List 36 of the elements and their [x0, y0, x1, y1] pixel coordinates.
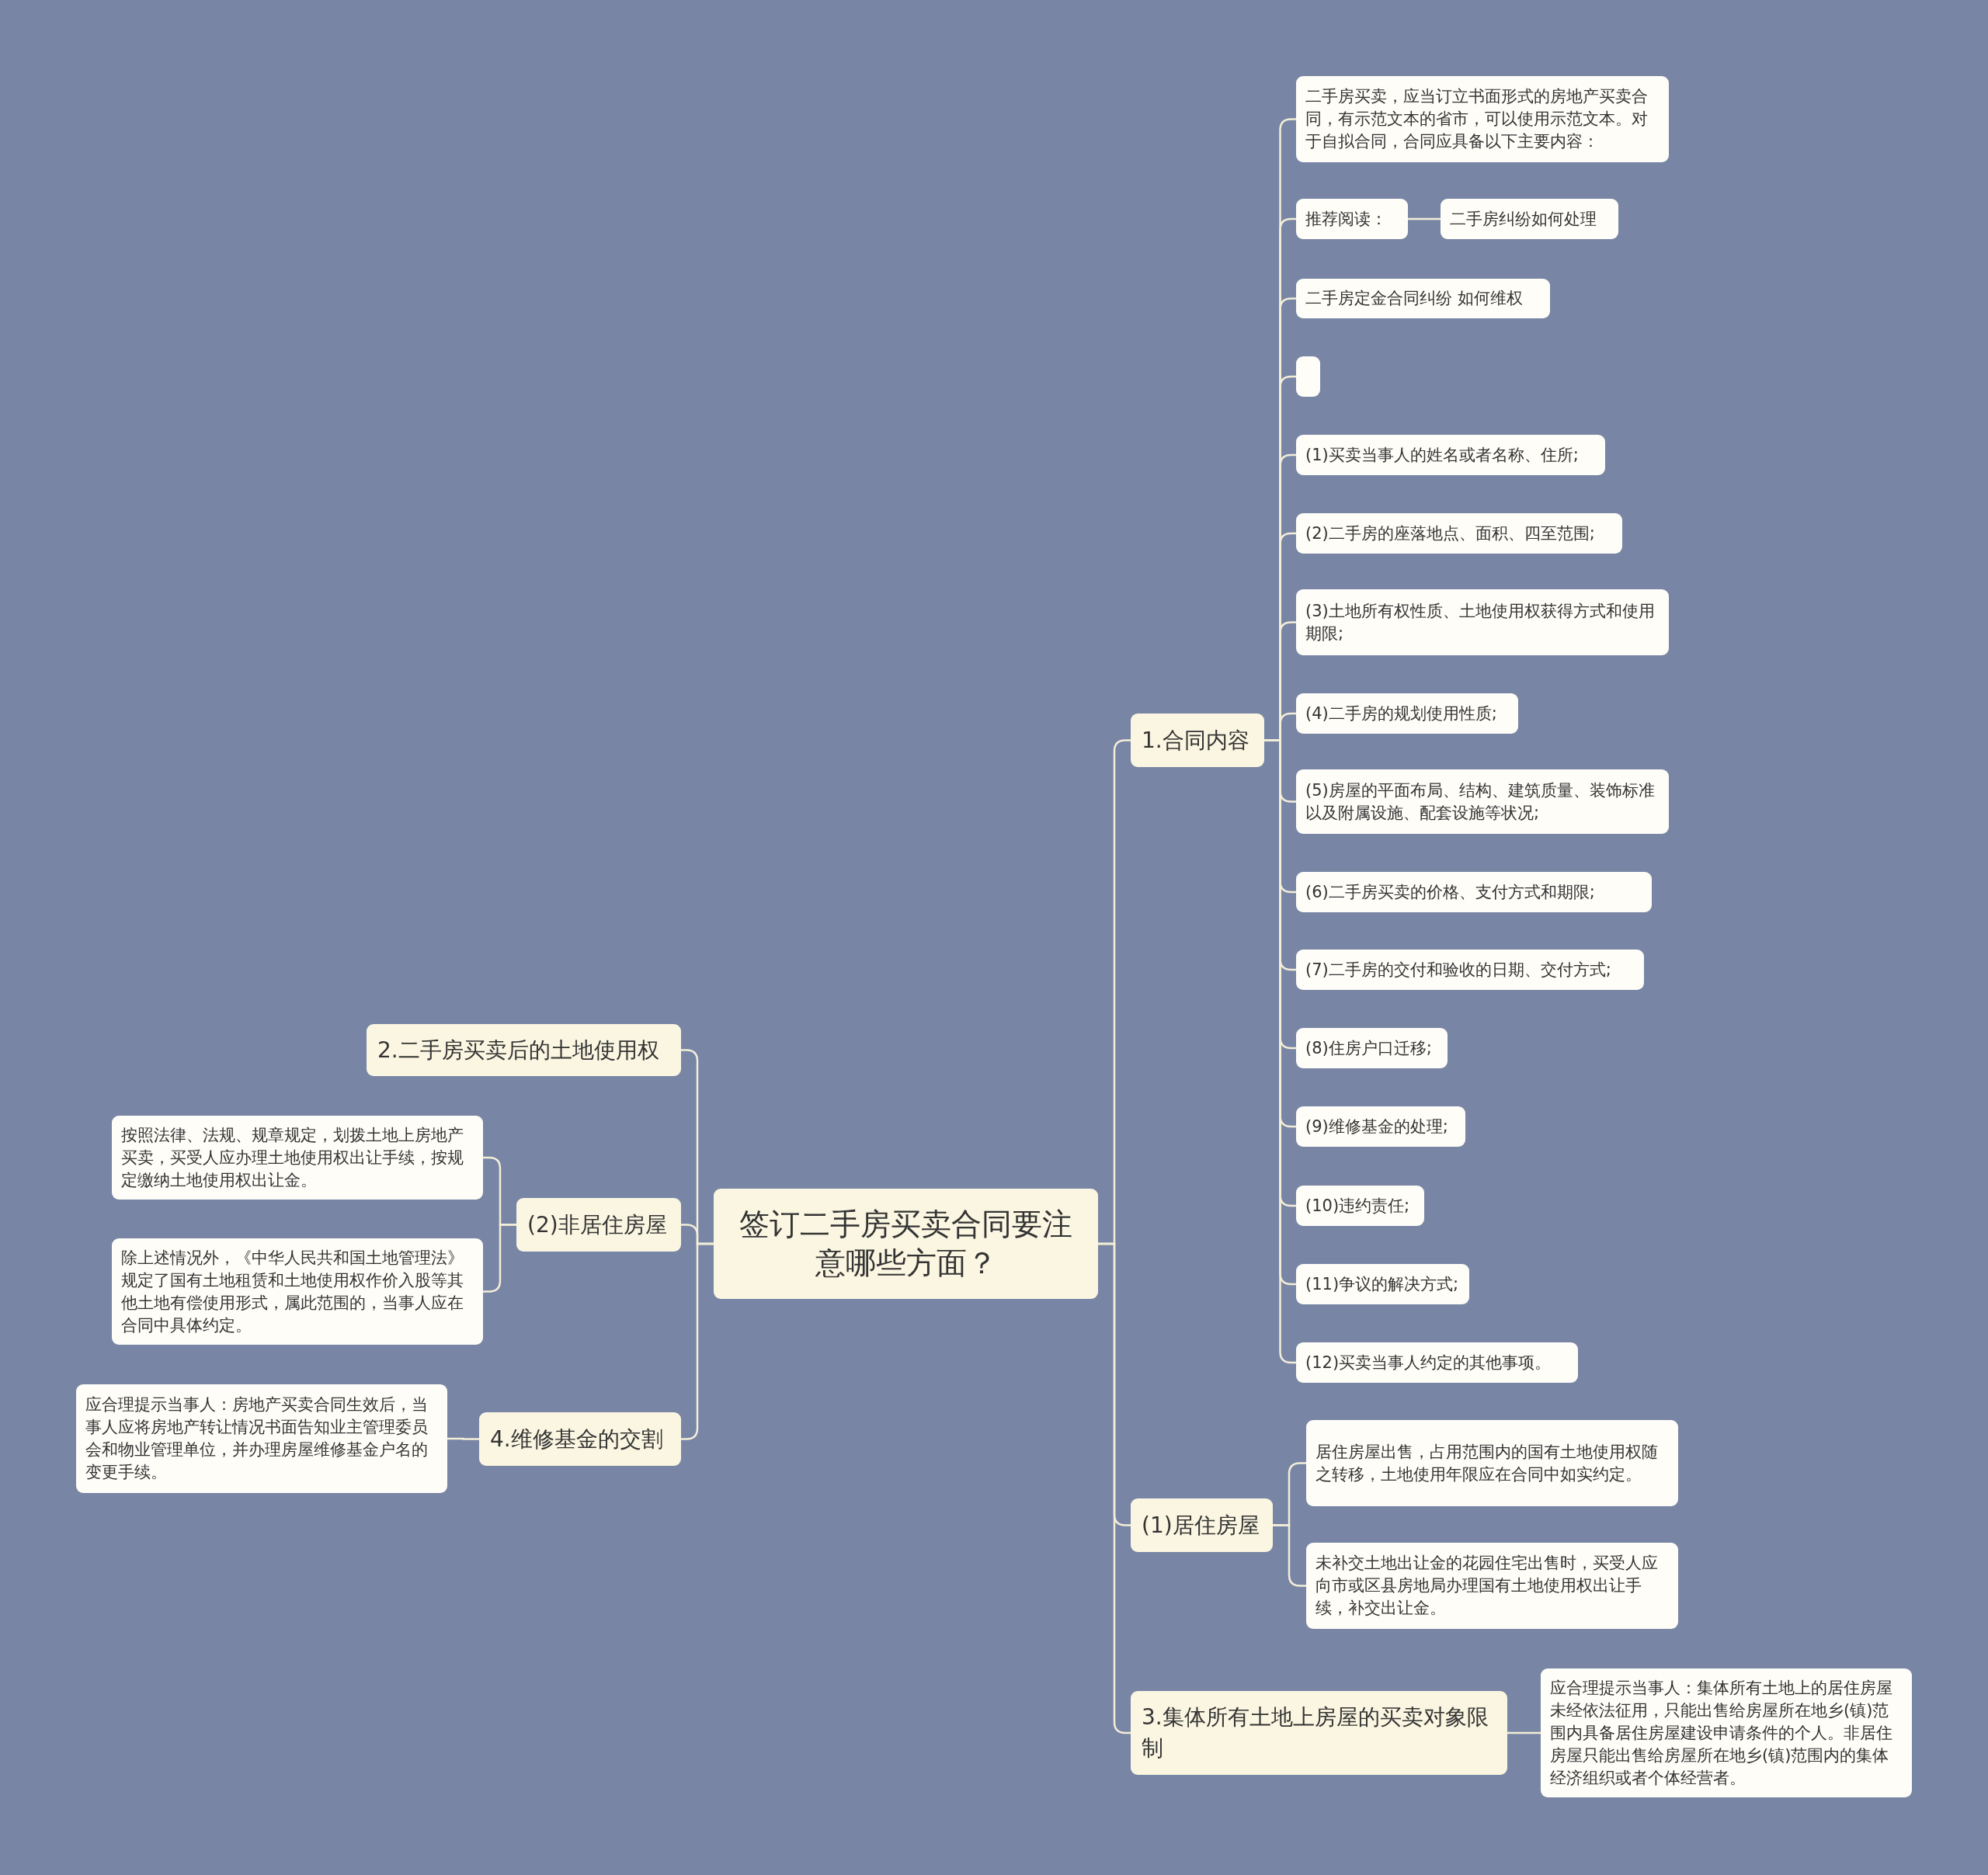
note-box: (5)房屋的平面布局、结构、建筑质量、装饰标准以及附属设施、配套设施等状况; — [1296, 769, 1669, 834]
topic-box: 2.二手房买卖后的土地使用权 — [367, 1024, 681, 1076]
connector-line — [1273, 1524, 1306, 1587]
note-box: 推荐阅读： — [1296, 199, 1408, 239]
note-box: 应合理提示当事人：房地产买卖合同生效后，当事人应将房地产转让情况书面告知业主管理委员会和物业管理单位，并办理房屋维修基金户名的变更手续。 — [76, 1384, 447, 1493]
note-box: 二手房买卖，应当订立书面形式的房地产买卖合同，有示范文本的省市，可以使用示范文本。对于自拟合同，合同应具备以下主要内容： — [1296, 76, 1669, 162]
topic-box: 1.合同内容 — [1131, 714, 1264, 767]
connector-line — [447, 1437, 479, 1440]
note-box: (8)住房户口迁移; — [1296, 1028, 1448, 1068]
note-box: 按照法律、法规、规章规定，划拨土地上房地产买卖，买受人应办理土地使用权出让手续，按规定缴纳土地使用权出让金。 — [112, 1116, 483, 1200]
note-box: (11)争议的解决方式; — [1296, 1264, 1469, 1304]
note-box: (3)土地所有权性质、土地使用权获得方式和使用期限; — [1296, 589, 1669, 655]
note-box: (6)二手房买卖的价格、支付方式和期限; — [1296, 872, 1652, 912]
note-box: (2)二手房的座落地点、面积、四至范围; — [1296, 513, 1622, 554]
note-box: (10)违约责任; — [1296, 1186, 1424, 1226]
connector-line — [1408, 217, 1441, 220]
note-box: 二手房定金合同纠纷 如何维权 — [1296, 279, 1550, 318]
note-box: (4)二手房的规划使用性质; — [1296, 693, 1518, 734]
note-box: 居住房屋出售，占用范围内的国有土地使用权随之转移，土地使用年限应在合同中如实约定。 — [1306, 1420, 1678, 1506]
note-box: 未补交土地出让金的花园住宅出售时，买受人应向市或区县房地局办理国有土地使用权出让手续，补交出让金。 — [1306, 1543, 1678, 1629]
connector-line — [1507, 1731, 1541, 1734]
note-box: (9)维修基金的处理; — [1296, 1106, 1465, 1147]
topic-box: 4.维修基金的交割 — [479, 1412, 681, 1466]
central-topic-box: 签订二手房买卖合同要注意哪些方面？ — [714, 1189, 1098, 1299]
empty-box — [1296, 356, 1320, 397]
note-box: 二手房纠纷如何处理 — [1441, 199, 1618, 239]
note-box: (12)买卖当事人约定的其他事项。 — [1296, 1342, 1578, 1383]
note-box: 应合理提示当事人：集体所有土地上的居住房屋未经依法征用，只能出售给房屋所在地乡(镇)范围内具备居住房屋建设申请条件的个人。非居住房屋只能出售给房屋所在地乡(镇)范围内的集体经济组织或者个体经营者。 — [1541, 1668, 1912, 1797]
topic-box: (1)居住房屋 — [1131, 1498, 1273, 1552]
note-box: (7)二手房的交付和验收的日期、交付方式; — [1296, 950, 1644, 990]
topic-box: 3.集体所有土地上房屋的买卖对象限制 — [1131, 1691, 1507, 1775]
connector-line — [681, 1242, 714, 1440]
note-box: 除上述情况外，《中华人民共和国土地管理法》规定了国有土地租赁和土地使用权作价入股等其他土地有偿使用形式，属此范围的，当事人应在合同中具体约定。 — [112, 1238, 483, 1345]
note-box: (1)买卖当事人的姓名或者名称、住所; — [1296, 435, 1605, 475]
connector-line — [483, 1224, 516, 1293]
topic-box: (2)非居住房屋 — [516, 1198, 681, 1252]
